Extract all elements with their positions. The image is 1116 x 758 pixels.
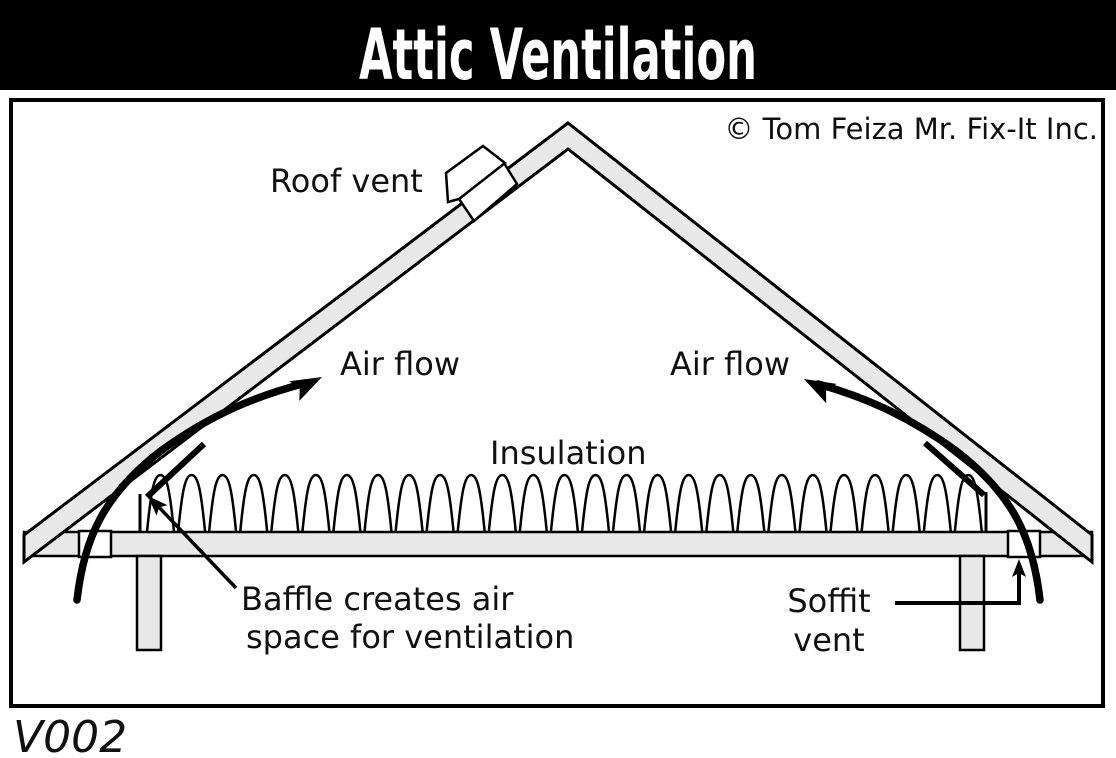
diagram-border bbox=[9, 98, 1105, 708]
insulation-batts bbox=[145, 473, 984, 533]
label-air-flow-left: Air flow bbox=[340, 345, 460, 383]
label-soffit-vent-line2: vent bbox=[793, 621, 864, 659]
baffle-left-board bbox=[144, 441, 207, 500]
roof-vent-cap bbox=[444, 144, 508, 204]
roof-vent-assembly bbox=[444, 144, 519, 223]
label-roof-vent: Roof vent bbox=[270, 162, 423, 200]
page-title: Attic Ventilation bbox=[359, 14, 757, 96]
title-banner bbox=[0, 0, 1116, 90]
label-baffle-note-line2: space for ventilation bbox=[246, 618, 574, 656]
baffle-right-board bbox=[923, 440, 986, 498]
soffit-leader-arrowhead bbox=[1012, 559, 1026, 577]
air-flow-arrow-left bbox=[73, 379, 310, 604]
label-soffit-vent-line1: Soffit bbox=[787, 582, 870, 620]
figure-code: V002 bbox=[13, 712, 127, 758]
label-air-flow-right: Air flow bbox=[670, 345, 790, 383]
air-flow-arrow-right bbox=[814, 380, 1044, 604]
label-insulation: Insulation bbox=[490, 434, 646, 472]
label-baffle-note-line1: Baffle creates air bbox=[241, 580, 514, 618]
roof-band bbox=[22, 121, 1094, 566]
air-flow-arrowhead-left bbox=[289, 377, 322, 401]
wall-stud-left bbox=[135, 554, 163, 652]
air-flow-arrowhead-right bbox=[804, 379, 837, 404]
baffle-leader-line bbox=[152, 500, 238, 590]
soffit-leader-line bbox=[895, 566, 1021, 605]
copyright-text: © Tom Feiza Mr. Fix-It Inc. bbox=[724, 112, 1098, 146]
baffle-leader-arrowhead bbox=[148, 496, 168, 516]
